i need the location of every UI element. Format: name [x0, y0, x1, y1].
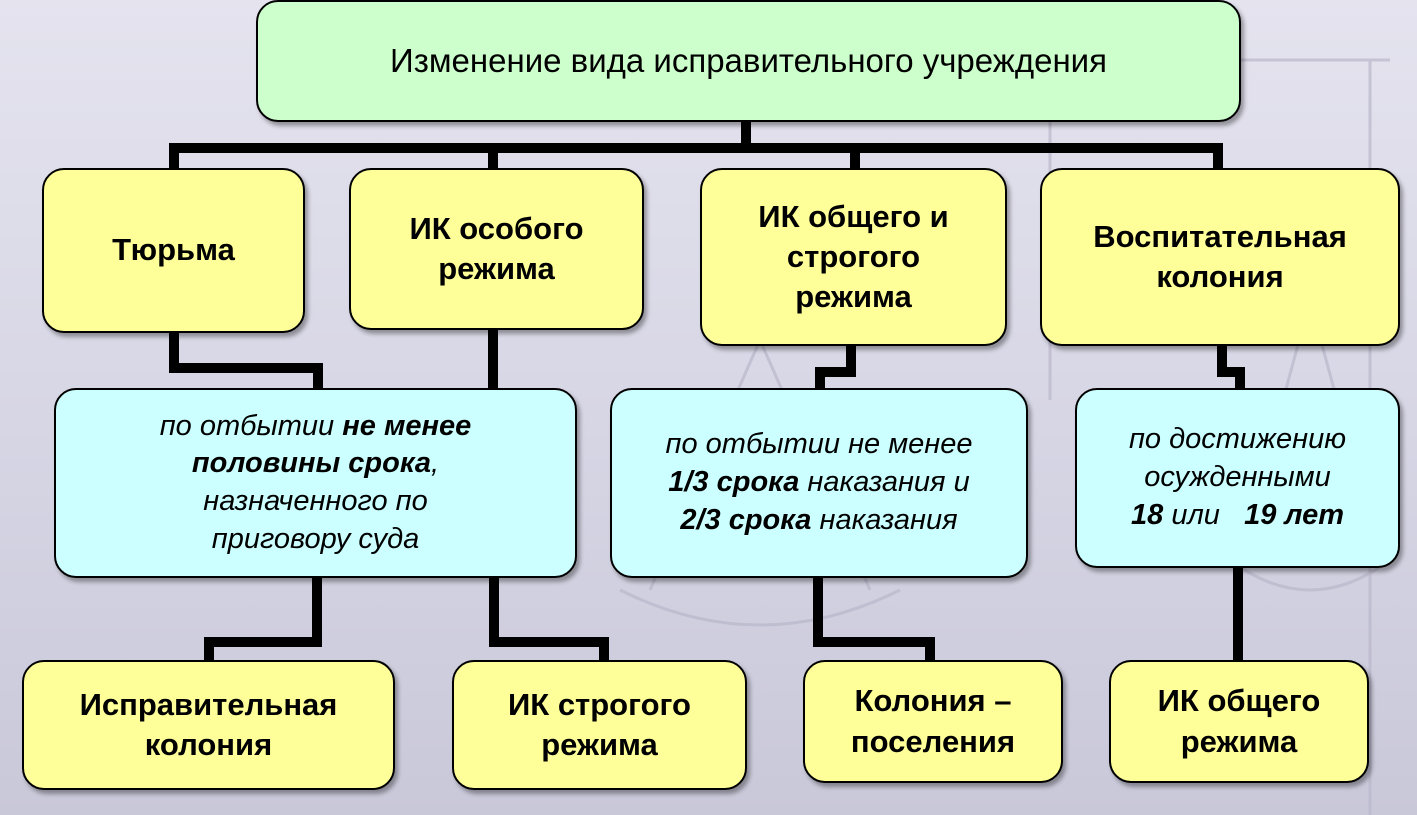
settlement-line2: поселения — [850, 723, 1016, 759]
general-line1: ИК общего — [1157, 683, 1321, 719]
age-line3-a: 18 — [1131, 498, 1164, 531]
connector-half-to-corrective — [204, 573, 322, 667]
half-term-line4: приговору суда — [211, 522, 420, 555]
age-line3-c: 19 лет — [1244, 498, 1344, 531]
settlement-line1: Колония – — [854, 683, 1012, 719]
connector-third-to-settlement — [813, 573, 935, 667]
half-term-line3: назначенного по — [203, 485, 428, 517]
half-term-line2-a: половины срока — [191, 447, 432, 480]
third-term-line1: по отбытии не менее — [665, 428, 973, 461]
half-term-condition-box: по отбытии не менее половины срока, назн… — [54, 388, 577, 578]
age-line1: по достижению — [1128, 423, 1347, 456]
general-strict-line3: режима — [795, 279, 912, 315]
general-strict-line2: строгого — [786, 238, 921, 274]
connector-general-strict-to-third — [815, 341, 856, 393]
prison-label: Тюрьма — [112, 232, 235, 268]
strict-line2: режима — [541, 727, 658, 762]
third-term-line3: 2/3 срока наказания — [666, 502, 973, 540]
educational-colony-box: Воспитательная колония — [1040, 168, 1400, 346]
corrective-line2: колония — [144, 727, 273, 762]
age-condition-box: по достижению осужденными 18 или 19 лет — [1075, 388, 1400, 568]
age-line2: осужденными — [1144, 461, 1331, 494]
third-term-line3-b: наказания — [811, 503, 958, 536]
half-term-line2-b: , — [431, 447, 440, 480]
special-regime-line2: режима — [438, 251, 555, 286]
half-term-line2: половины срока, — [160, 445, 472, 483]
corrective-colony-box: Исправительная колония — [22, 660, 395, 790]
educational-line2: колония — [1156, 259, 1284, 294]
settlement-colony-box: Колония – поселения — [803, 660, 1063, 783]
special-regime-box: ИК особого режима — [349, 168, 644, 330]
educational-line1: Воспитательная — [1093, 218, 1347, 254]
age-line3-b: или — [1163, 498, 1245, 531]
diagram-title: Изменение вида исправительного учреждени… — [390, 42, 1107, 79]
general-strict-line1: ИК общего и — [758, 198, 949, 234]
half-term-line1: по отбытии не менее — [160, 408, 472, 446]
age-line3: 18 или 19 лет — [1129, 497, 1346, 535]
third-term-condition-box: по отбытии не менее 1/3 срока наказания … — [610, 388, 1028, 578]
connector-prison-to-half — [169, 328, 323, 393]
third-term-line2-a: 1/3 срока — [668, 466, 800, 499]
prison-box: Тюрьма — [42, 168, 305, 333]
title-box: Изменение вида исправительного учреждени… — [256, 0, 1241, 122]
corrective-line1: Исправительная — [79, 686, 338, 722]
connector-educational-to-age — [1217, 341, 1245, 393]
general-strict-regime-box: ИК общего и строгого режима — [700, 168, 1007, 346]
general-line2: режима — [1180, 723, 1298, 759]
third-term-line3-a: 2/3 срока — [680, 503, 812, 536]
half-term-line1-a: по отбытии — [159, 409, 343, 442]
third-term-line2-b: наказания и — [799, 466, 970, 499]
half-term-line1-b: не менее — [342, 409, 472, 442]
strict-line1: ИК строгого — [508, 686, 691, 722]
strict-regime-box: ИК строгого режима — [452, 660, 747, 790]
special-regime-line1: ИК особого — [409, 210, 584, 246]
third-term-line2: 1/3 срока наказания и — [666, 464, 973, 502]
general-regime-box: ИК общего режима — [1109, 660, 1369, 783]
connector-half-to-strict — [489, 573, 609, 667]
